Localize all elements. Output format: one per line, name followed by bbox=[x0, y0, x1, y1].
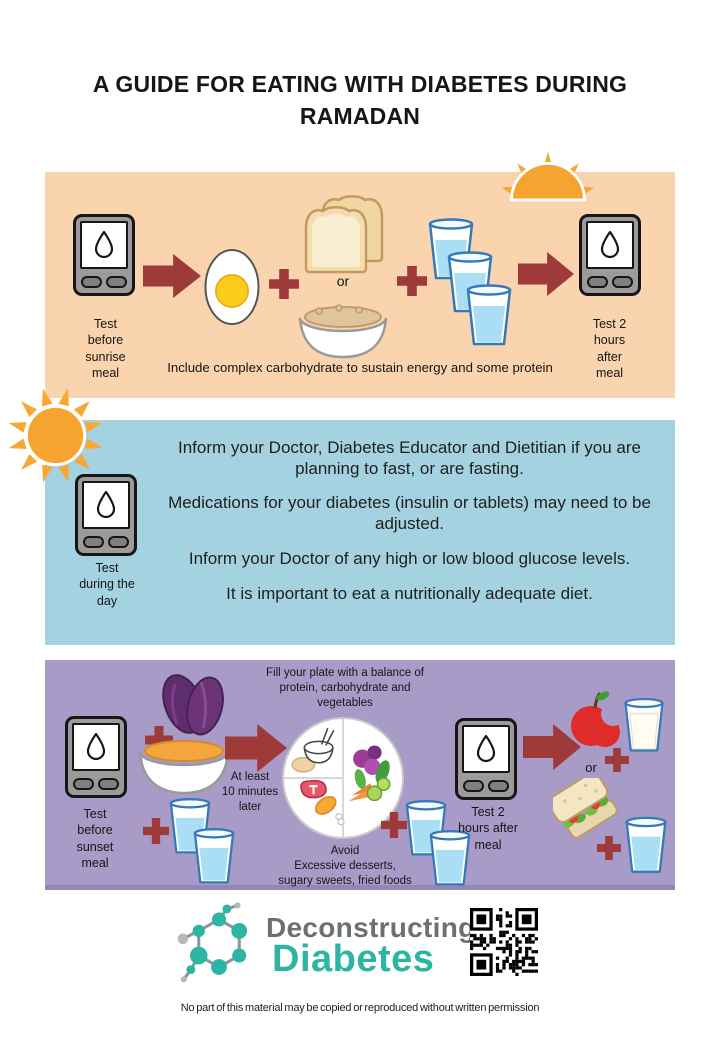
copyright-notice: No part of this material may be copied o… bbox=[180, 1002, 540, 1014]
test-before-sunrise-label: Test before sunrise meal bbox=[85, 317, 126, 380]
molecule-logo-icon bbox=[177, 902, 248, 983]
avoid-label: Avoid Excessive desserts, sugary sweets,… bbox=[278, 845, 412, 887]
water-glass-icon bbox=[623, 814, 669, 876]
meter-screen bbox=[82, 481, 130, 529]
or-label: or bbox=[336, 273, 350, 289]
arrow-icon bbox=[143, 254, 201, 298]
meter-buttons bbox=[587, 276, 633, 288]
glucose-meter-icon bbox=[73, 214, 135, 296]
glucose-meter-icon bbox=[455, 718, 517, 800]
water-glass-icon bbox=[464, 282, 514, 348]
sandwich-icon bbox=[553, 778, 618, 839]
logo: Deconstructing Diabetes bbox=[0, 900, 720, 995]
fill-plate-label: Fill your plate with a balance of protei… bbox=[266, 667, 424, 709]
blood-drop-icon bbox=[599, 230, 621, 260]
advice-line: Medications for your diabetes (insulin o… bbox=[168, 493, 651, 534]
advice-line: Inform your Doctor of any high or low bl… bbox=[188, 548, 631, 568]
meter-buttons bbox=[81, 276, 127, 288]
plus-icon bbox=[397, 266, 427, 296]
test-before-sunset-label: Test before sunset meal bbox=[76, 807, 114, 870]
sunrise-meal-section: Test before sunrise meal or bbox=[45, 151, 675, 398]
logo-line-2: Diabetes bbox=[272, 938, 435, 980]
glucose-meter-icon bbox=[65, 716, 127, 798]
blood-drop-icon bbox=[95, 490, 117, 520]
crescent-moon-icon bbox=[35, 635, 73, 709]
sunrise-sun-icon bbox=[501, 151, 595, 202]
dates-icon bbox=[162, 674, 224, 736]
boiled-egg-icon bbox=[204, 249, 260, 325]
blood-drop-icon bbox=[93, 230, 115, 260]
balanced-plate-icon bbox=[282, 717, 404, 839]
meter-screen bbox=[72, 723, 120, 771]
meter-screen bbox=[80, 221, 128, 269]
delay-label: At least 10 minutes later bbox=[221, 771, 279, 813]
daytime-section: Test during the day Inform your Doctor, … bbox=[8, 388, 675, 645]
meter-buttons bbox=[73, 778, 119, 790]
water-glass-icon bbox=[191, 826, 237, 886]
meter-screen bbox=[462, 725, 510, 773]
blood-drop-icon bbox=[475, 734, 497, 764]
logo-text: Deconstructing Diabetes bbox=[266, 912, 476, 981]
plus-icon bbox=[143, 818, 169, 844]
porridge-bowl-icon bbox=[298, 304, 388, 359]
test-after-sunset-label: Test 2 hours after meal bbox=[458, 805, 518, 852]
meter-buttons bbox=[83, 536, 129, 548]
apple-icon bbox=[571, 691, 623, 747]
advice-line: It is important to eat a nutritionally a… bbox=[226, 583, 593, 603]
qr-code bbox=[470, 908, 538, 976]
arrow-icon bbox=[225, 724, 287, 772]
glucose-meter-icon bbox=[75, 474, 137, 556]
sunset-meal-section: Test before sunset meal At least 10 minu… bbox=[35, 635, 675, 890]
milk-glass-icon bbox=[621, 696, 667, 754]
bread-icon bbox=[304, 195, 384, 274]
glucose-meter-icon bbox=[579, 214, 641, 296]
or-label: or bbox=[585, 760, 597, 775]
meter-buttons bbox=[463, 780, 509, 792]
sun-icon bbox=[8, 388, 103, 483]
sunrise-caption: Include complex carbohydrate to sustain … bbox=[167, 360, 553, 375]
meter-screen bbox=[586, 221, 634, 269]
advice-line: Inform your Doctor, Diabetes Educator an… bbox=[177, 438, 641, 478]
arrow-icon bbox=[518, 252, 574, 296]
plus-icon bbox=[269, 269, 299, 299]
test-after-label: Test 2 hours after meal bbox=[592, 317, 627, 380]
daytime-advice: Inform your Doctor, Diabetes Educator an… bbox=[157, 438, 662, 618]
test-during-day-label: Test during the day bbox=[79, 561, 135, 608]
blood-drop-icon bbox=[85, 732, 107, 762]
logo-line-1: Deconstructing bbox=[266, 912, 476, 943]
soup-bowl-icon bbox=[138, 740, 230, 795]
page-title: A GUIDE FOR EATING WITH DIABETES DURING … bbox=[92, 71, 628, 130]
